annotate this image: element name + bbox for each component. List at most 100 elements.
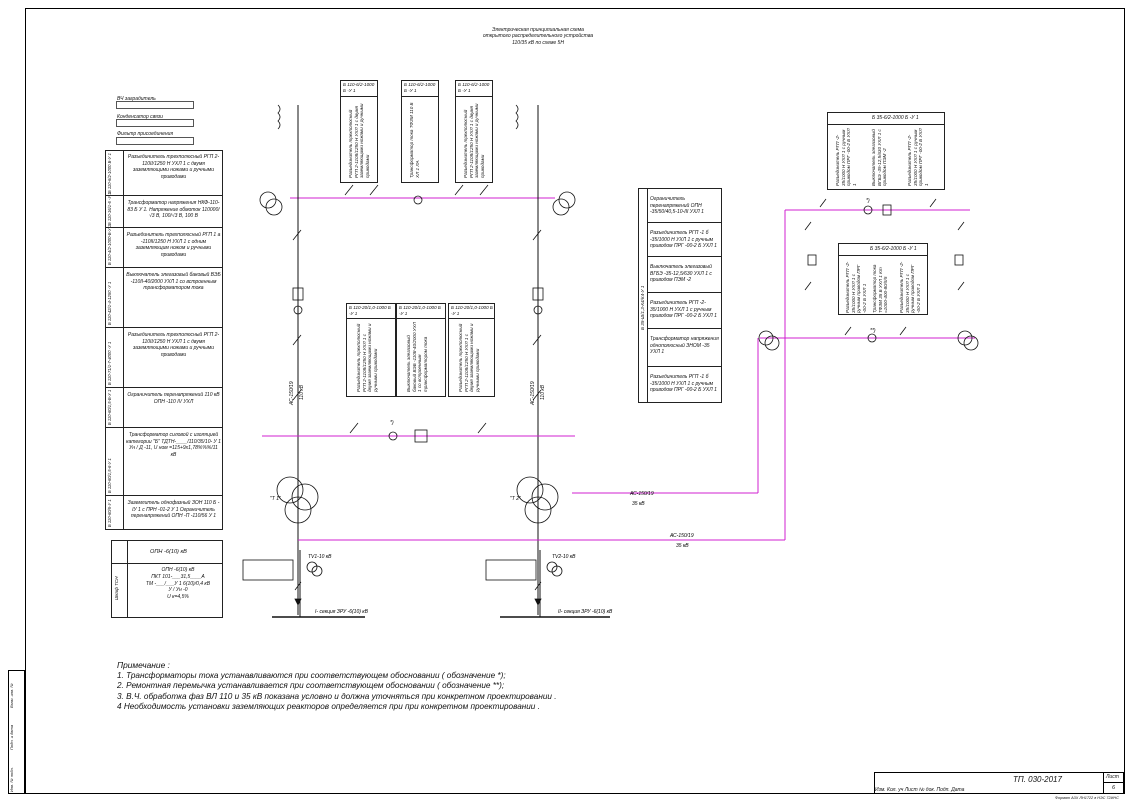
ct-mark-2: *) [866, 198, 870, 204]
right-table-row: Разъединитель РГП -1 б -35/1000 Н УХЛ 1 … [650, 374, 717, 393]
right-table-row: Разъединитель РГП -2-35/1000 Н УХЛ 1 с р… [650, 300, 717, 319]
ops-line: U к=4,5% [167, 594, 189, 600]
mid-box-divider [396, 318, 446, 319]
filter-field [116, 137, 194, 145]
wires [262, 105, 975, 618]
right-table-row: Ограничитель перенапряжений ОПН -35/50/4… [650, 196, 704, 215]
left-table-divider [123, 328, 124, 388]
top-box-divider [401, 96, 439, 97]
left-table-desc: Разъединитель трехполюсный РГП 1 а -110I… [126, 232, 221, 258]
ac-left-label: АС-150/19 [289, 381, 295, 406]
left-table-divider [123, 496, 124, 530]
right-table-row-line [648, 366, 722, 367]
left-table-row [105, 428, 223, 496]
equipment-table-right [638, 188, 722, 403]
ops-line: ОПН -6(10) кВ [161, 567, 195, 573]
left-table-divider [123, 150, 124, 196]
vch-label: ВЧ заградитель [117, 96, 156, 102]
kv-right-label: 110 кВ [540, 384, 546, 400]
mid-box-divider [346, 318, 396, 319]
left-table-desc: Разъединитель трехполюсный РГП 2-110II/1… [127, 332, 220, 358]
stamp-text: Инв. № подл. [9, 767, 14, 792]
mid-box-code: Б 110-20/1,0-1000 Б -У 1 [349, 305, 391, 316]
filter-label: Фильтр присоединения [117, 131, 174, 137]
t2-label: "Т 2" [510, 496, 521, 502]
tv1-label: ТV1-10 кВ [308, 554, 332, 560]
drawing-frame [25, 8, 1125, 794]
left-table-desc: Трансформатор силовой с изоляцией катего… [126, 432, 221, 458]
note-item: 3. В.Ч. обработка фаз ВЛ 110 и 35 кВ пок… [117, 691, 557, 701]
right-table-row-line [648, 222, 722, 223]
ops-line: ТМ -___/___У 1 6(10)/0,4 кВ [145, 580, 211, 587]
right-top-divider [827, 124, 945, 125]
ct-mark-1: *) [390, 420, 394, 426]
note-item: 4 Необходимость установки заземляющих ре… [117, 701, 540, 711]
top-equipment-box [455, 80, 493, 183]
diagram-title: Электрическая принципиальная схема откры… [478, 27, 598, 46]
top-equipment-box [340, 80, 378, 183]
top-box-code: Б 110-6/2-1000 Б -У 1 [404, 82, 436, 93]
title-line-3: 110/35 кВ по схеме 5Н [512, 39, 564, 46]
title-line-1: Электрическая принципиальная схема [492, 27, 584, 33]
top-equipment-box [401, 80, 439, 183]
left-table-row [105, 228, 223, 268]
capacitor-field [116, 119, 194, 127]
right-table-row-line [648, 256, 722, 257]
section2-label: II- секция ЗРУ -6(10) кВ [558, 609, 613, 615]
left-table-divider [123, 428, 124, 496]
ops-line: У / Ун -0 [168, 587, 188, 594]
left-table-row [105, 328, 223, 388]
ops-title: ОПН -6(10) кВ [150, 549, 187, 555]
ops-line: ПКТ 101-___31,5____А [151, 573, 205, 580]
left-table-divider [123, 268, 124, 328]
right-table-row: Трансформатор напряжения однополюсный ЗН… [650, 336, 719, 355]
top-box-code: Б 110-6/2-1000 Б -У 1 [458, 82, 490, 93]
ops-table [111, 540, 223, 618]
sheet-label: Лист [1106, 774, 1119, 780]
right-table-row-line [648, 292, 722, 293]
right-mid-divider [838, 255, 928, 256]
sheet-number: 6 [1112, 785, 1116, 791]
ac35a-label: АС-150/19 [629, 491, 654, 497]
left-table-row [105, 268, 223, 328]
kv35b-label: 35 кВ [676, 543, 689, 549]
doc-number: ТП. 030-2017 [1013, 775, 1062, 784]
top-box-divider [340, 96, 378, 97]
kv35a-label: 35 кВ [632, 501, 645, 507]
top-box-divider [455, 96, 493, 97]
left-stamp [8, 670, 25, 794]
mid-box-code: Б 110-20/1,0-1000 Б -У 1 [399, 305, 441, 316]
title-line-2: открытого распределительного устройства [482, 33, 594, 40]
right-top-code: Б 35-6/2-1000 Б -У 1 [872, 115, 919, 121]
t1-label: "Т 1" [270, 496, 281, 502]
title-columns: Изм. Кол. уч Лист № док. Подп. Дата [875, 787, 965, 793]
top-box-code: Б 110-6/2-1000 Б -У 1 [343, 82, 375, 93]
left-table-desc: Ограничитель перенапряжений 110 кВ ОПН -… [127, 392, 220, 405]
stamp-text: Подп. и дата [9, 724, 14, 750]
left-table-row [105, 150, 223, 196]
ac-right-label: АС-150/19 [530, 381, 536, 406]
section1-label: I- секция ЗРУ -6(10) кВ [315, 609, 369, 615]
notes-title: Примечание : [117, 660, 170, 670]
left-table-divider [123, 196, 124, 228]
stamp-text: Взам. инв. № [9, 683, 14, 708]
left-table-row [105, 496, 223, 530]
right-table-row: Разъединитель РГП -1 б -35/1000 Н УХЛ 1 … [650, 230, 717, 249]
left-table-desc: Заземлитель однофазный ЗОН 110 Б -IУ 1 с… [127, 500, 220, 519]
note-item: 2. Ремонтная перемычка устанавливается п… [117, 681, 505, 691]
note-item: 1. Трансформаторы тока устанавливаются п… [117, 671, 506, 680]
mid-box-divider [448, 318, 495, 319]
left-table-row [105, 388, 223, 428]
left-table-desc: Разъединитель трехполюсный РГП 2-110II/1… [127, 154, 220, 180]
kv-left-label: 110 кВ [299, 384, 305, 400]
right-table-row: Выключатель элегазовый ВГБЭ -35-12,5/630… [650, 264, 712, 283]
left-table-desc: Трансформатор напряжения НКФ-110-83 Б У … [127, 200, 220, 219]
format-footer: Формат А3Х ЛН1722 в НЭС 72ИНС [1055, 796, 1119, 800]
left-table-divider [123, 388, 124, 428]
right-top-box [827, 112, 945, 190]
left-table-divider [123, 228, 124, 268]
jumper-mark: **) [870, 328, 876, 334]
